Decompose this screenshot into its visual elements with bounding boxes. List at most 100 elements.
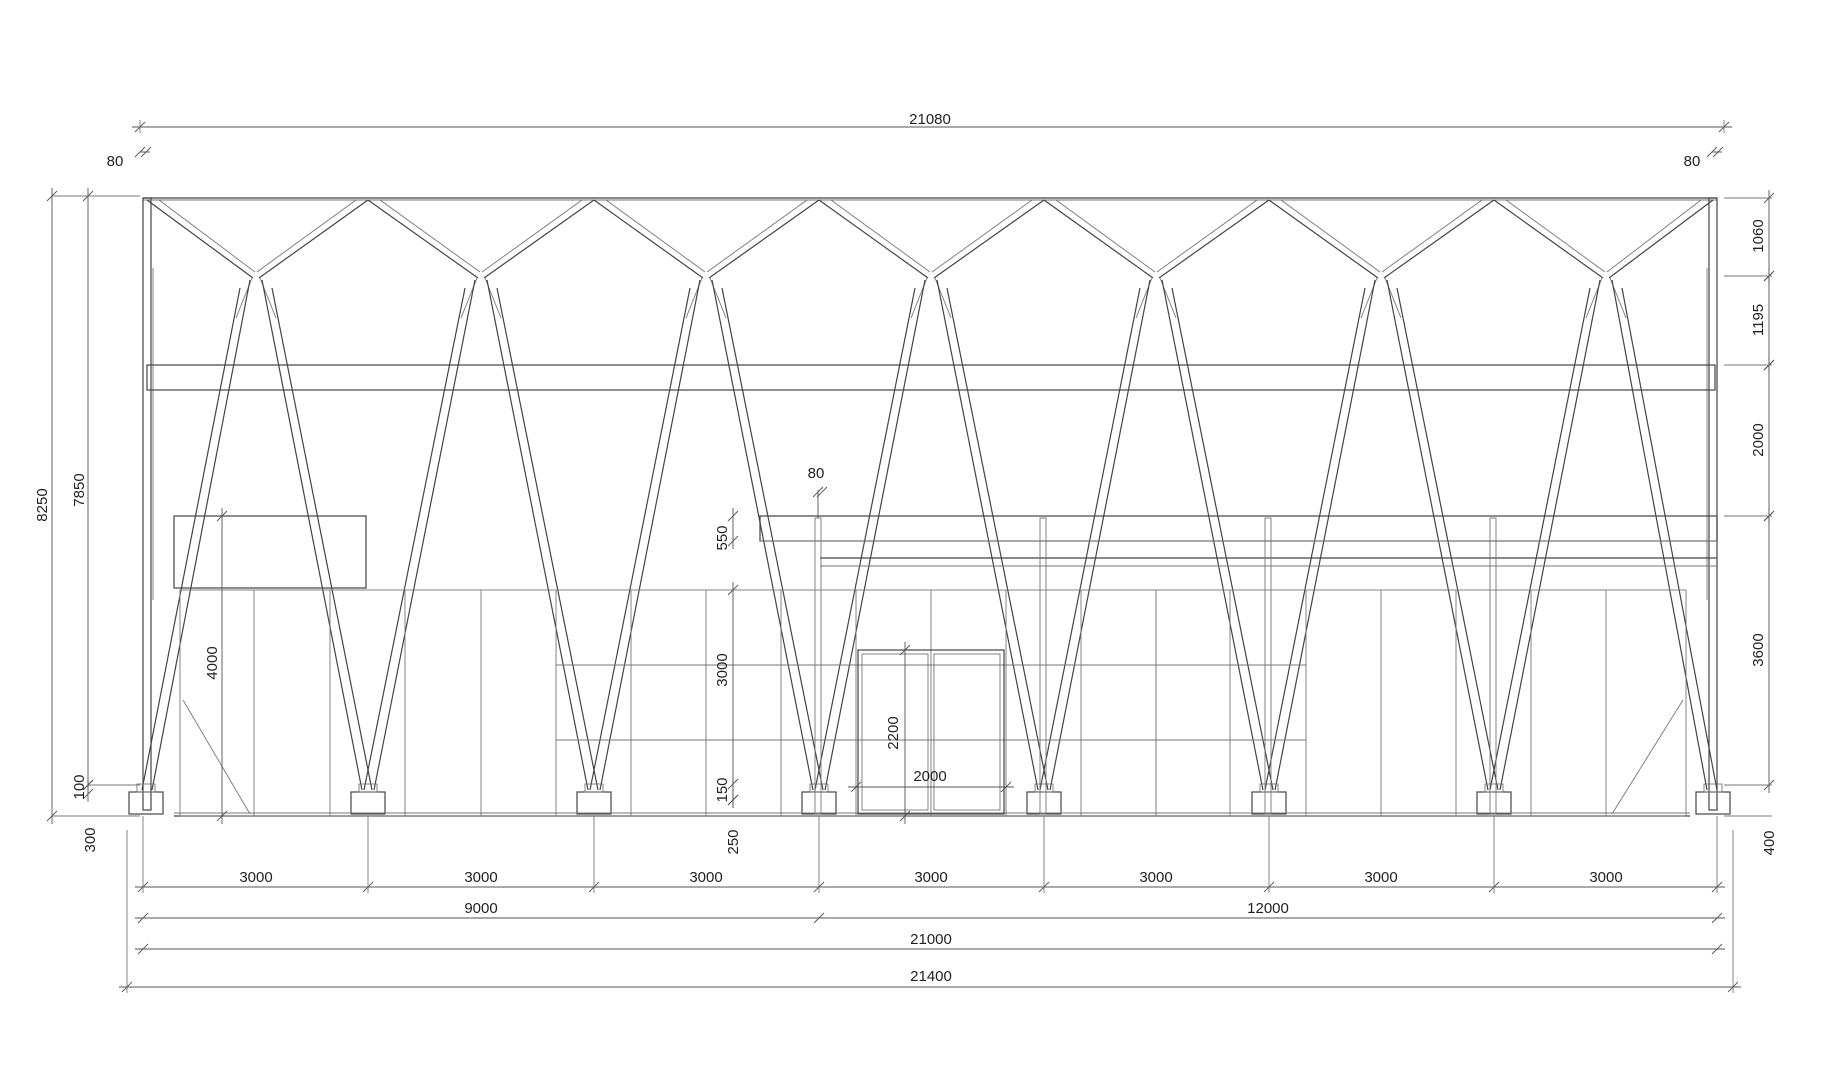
horizontal-beam bbox=[146, 364, 1716, 391]
tree-leg bbox=[261, 279, 363, 791]
tree-leg bbox=[151, 279, 251, 791]
column-footing bbox=[128, 791, 164, 815]
dim-bay-2: 3000 bbox=[464, 869, 497, 886]
dim-right-beam-zone: 2000 bbox=[1750, 423, 1767, 456]
roof-diagonal-inner bbox=[1505, 199, 1606, 273]
canopy-post bbox=[1264, 517, 1272, 815]
roof-diagonal-inner bbox=[1156, 199, 1258, 273]
tree-leg bbox=[373, 279, 476, 791]
dim-overall-bottom: 21400 bbox=[910, 968, 952, 985]
dim-canopy-top-offset: 80 bbox=[808, 465, 825, 482]
dimension-lines bbox=[46, 120, 1775, 993]
dimension-tick bbox=[727, 510, 739, 522]
roof-diagonal bbox=[1268, 199, 1379, 279]
dim-bay-3: 3000 bbox=[689, 869, 722, 886]
tree-leg bbox=[1611, 279, 1708, 791]
dimension-tick bbox=[82, 788, 94, 800]
dim-height-to-beam: 7850 bbox=[71, 473, 88, 506]
dimension-tick bbox=[1711, 943, 1723, 955]
column-footing bbox=[1476, 791, 1512, 815]
dim-bay-4: 3000 bbox=[914, 869, 947, 886]
tree-leg bbox=[1499, 279, 1601, 791]
tree-leg bbox=[1489, 287, 1591, 791]
tree-leg bbox=[1386, 279, 1489, 791]
dim-glazing-height: 3000 bbox=[714, 653, 731, 686]
entrance-door bbox=[857, 649, 1005, 815]
dim-door-width: 2000 bbox=[913, 768, 946, 785]
roof-diagonal bbox=[146, 199, 254, 279]
dim-right-diagonal-rise: 1195 bbox=[1750, 304, 1767, 336]
dim-bay-6: 3000 bbox=[1364, 869, 1397, 886]
roof-diagonal-inner bbox=[1381, 199, 1483, 273]
tree-leg bbox=[946, 287, 1049, 791]
column-base-plate bbox=[809, 783, 829, 793]
left-end-column bbox=[142, 197, 152, 811]
dimension-tick bbox=[899, 644, 911, 656]
dim-left-plinth: 100 bbox=[71, 774, 88, 799]
dimension-tick bbox=[727, 778, 739, 790]
tree-leg bbox=[271, 287, 373, 791]
tree-leg bbox=[1274, 279, 1376, 791]
column-footing bbox=[801, 791, 837, 815]
roof-diagonal bbox=[1158, 199, 1270, 279]
roof-diagonal-inner bbox=[605, 199, 706, 273]
tree-leg bbox=[363, 287, 466, 791]
left-upper-panel bbox=[173, 515, 367, 589]
roof-diagonal-inner bbox=[379, 199, 481, 273]
tree-leg bbox=[824, 279, 926, 791]
roof-diagonal-inner bbox=[1055, 199, 1156, 273]
column-base-plate bbox=[1703, 783, 1723, 793]
dim-left-foundation: 300 bbox=[82, 827, 99, 852]
column-footing bbox=[350, 791, 386, 815]
tree-leg bbox=[141, 287, 241, 791]
dimension-tick bbox=[216, 510, 228, 522]
tree-leg bbox=[721, 287, 824, 791]
dimension-tick bbox=[727, 535, 739, 547]
roof-diagonal-inner bbox=[158, 199, 256, 273]
roof-diagonal bbox=[818, 199, 929, 279]
dimension-tick bbox=[727, 794, 739, 806]
tree-leg bbox=[486, 279, 589, 791]
tree-leg bbox=[599, 279, 701, 791]
column-base-plate bbox=[358, 783, 378, 793]
dim-offset-right: 80 bbox=[1684, 153, 1701, 170]
column-footing bbox=[1026, 791, 1062, 815]
canopy-post bbox=[814, 517, 822, 815]
dimension-tick bbox=[816, 486, 828, 498]
dimension-tick bbox=[82, 779, 94, 791]
tree-leg bbox=[1039, 287, 1141, 791]
dim-offset-left: 80 bbox=[107, 153, 124, 170]
dim-right-foundation: 400 bbox=[1761, 830, 1778, 855]
roof-diagonal-inner bbox=[481, 199, 583, 273]
dim-door-height: 2200 bbox=[885, 716, 902, 749]
roof-diagonal bbox=[933, 199, 1045, 279]
roof-diagonal bbox=[1383, 199, 1495, 279]
roof-diagonal bbox=[593, 199, 704, 279]
dimension-tick bbox=[1711, 912, 1723, 924]
roof-diagonal bbox=[1493, 199, 1604, 279]
dim-bay-7: 3000 bbox=[1589, 869, 1622, 886]
dimension-tick bbox=[134, 146, 146, 158]
roof-diagonal-inner bbox=[1280, 199, 1381, 273]
dim-group-left: 9000 bbox=[464, 900, 497, 917]
tree-leg bbox=[1049, 279, 1151, 791]
tree-leg bbox=[936, 279, 1039, 791]
right-end-column bbox=[1708, 197, 1718, 811]
roof-diagonal-inner bbox=[706, 199, 808, 273]
column-base-plate bbox=[1259, 783, 1279, 793]
roof-diagonal bbox=[1043, 199, 1154, 279]
canopy-post bbox=[1489, 517, 1497, 815]
roof-diagonal bbox=[708, 199, 820, 279]
dimension-tick bbox=[137, 912, 149, 924]
bracing bbox=[1611, 699, 1684, 815]
canopy-fascia bbox=[759, 515, 1718, 542]
dimension-tick bbox=[1706, 146, 1718, 158]
column-base-plate bbox=[1484, 783, 1504, 793]
column-footing bbox=[1251, 791, 1287, 815]
roof-diagonal bbox=[258, 199, 369, 279]
column-footing bbox=[576, 791, 612, 815]
dim-bay-1: 3000 bbox=[239, 869, 272, 886]
dimension-tick bbox=[899, 810, 911, 822]
dimension-tick bbox=[812, 486, 824, 498]
